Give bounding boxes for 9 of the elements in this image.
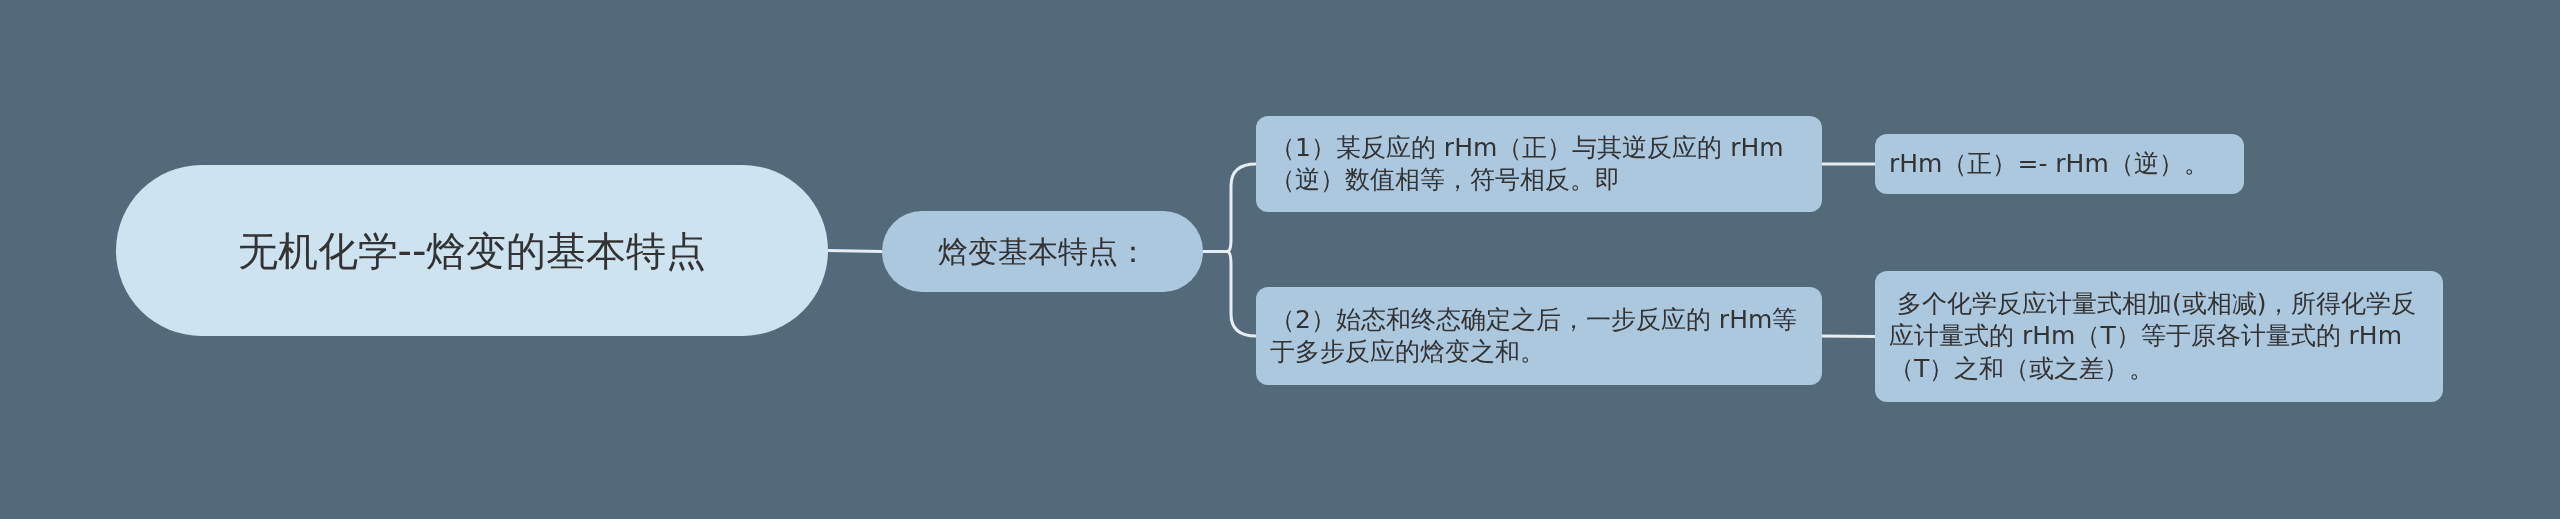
subtopic-box: （1）某反应的 rHm（正）与其逆反应的 rHm（逆）数值相等，符号相反。即 <box>1256 116 1822 212</box>
connector-line <box>827 249 883 253</box>
branch-box: 焓变基本特点： <box>882 211 1203 292</box>
detail-box: 多个化学反应计量式相加(或相减)，所得化学反应计量式的 rHm（T）等于原各计量式的 rHm（T）之和（或之差）。 <box>1875 271 2443 402</box>
connector-line <box>1822 162 1875 166</box>
subtopic-box: （2）始态和终态确定之后，一步反应的 rHm等于多步反应的焓变之和。 <box>1256 287 1822 385</box>
detail-box: rHm（正）=- rHm（逆）。 <box>1875 134 2244 194</box>
connector-line <box>1822 334 1875 338</box>
topic-box: 无机化学--焓变的基本特点 <box>116 165 828 336</box>
